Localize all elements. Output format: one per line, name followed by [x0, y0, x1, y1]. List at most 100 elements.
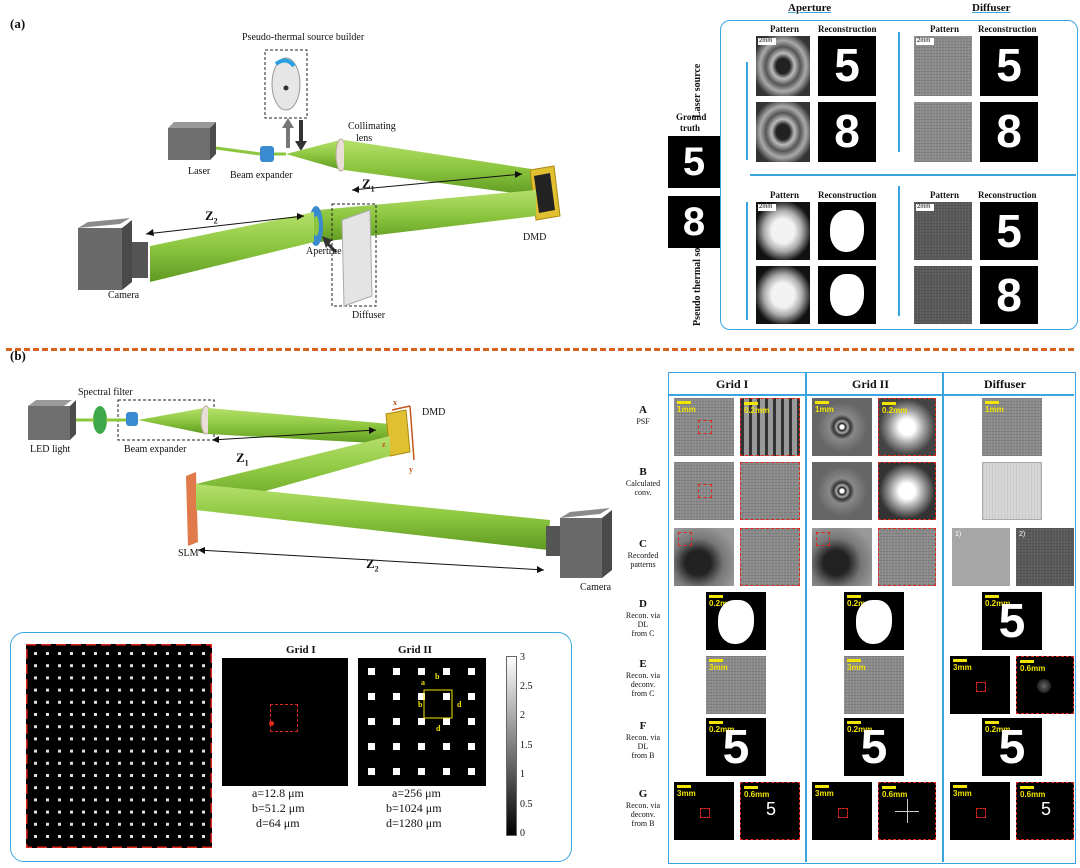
slm-dot	[106, 774, 109, 777]
slm-dot	[190, 713, 193, 716]
slm-dot	[130, 713, 133, 716]
slm-dot	[58, 822, 61, 826]
slm-dot	[106, 822, 109, 826]
slm-dot	[94, 737, 97, 741]
ground-truth-8: 8	[668, 196, 720, 248]
slm-dot	[190, 676, 193, 680]
slm-dot	[202, 688, 205, 692]
slm-dot	[34, 798, 37, 802]
slm-dot	[82, 737, 85, 741]
slm-dot	[154, 713, 157, 716]
slm-dot	[178, 676, 181, 680]
slm-dot	[130, 810, 133, 814]
diffuser-laser-recon-2: 8	[980, 102, 1038, 162]
results-vdivider-top	[898, 32, 900, 152]
E-diffuser-deconv: 3mm	[950, 656, 1010, 714]
slm-dot	[154, 810, 157, 814]
B-grid1-conv	[674, 462, 734, 520]
slm-dot	[58, 749, 61, 753]
slm-dot	[118, 688, 121, 692]
grid1-image	[222, 658, 348, 786]
slm-dot	[130, 737, 133, 741]
diffuser-box	[331, 203, 377, 307]
slm-dot	[142, 786, 145, 790]
slm-dot	[94, 786, 97, 790]
slm-dot	[190, 761, 193, 765]
aperture-pseudo-recon-1	[818, 202, 876, 260]
grid2-square	[443, 743, 450, 750]
results-hdivider	[750, 174, 1076, 176]
cbar-tick-3: 3	[520, 652, 525, 663]
C-grid2-recorded-zoom	[878, 528, 936, 586]
slm-dot	[82, 774, 85, 777]
grid2-image	[358, 658, 486, 786]
grid1-param-a: a=12.8 μm	[252, 786, 304, 800]
slm-dot	[34, 822, 37, 826]
slm-dot	[106, 676, 109, 680]
slm-dot	[58, 688, 61, 692]
dim-d-bottom: d	[436, 724, 441, 733]
slm-dot	[46, 688, 49, 692]
slm-dot	[142, 700, 145, 704]
laser-body	[168, 128, 210, 160]
slm-dot	[82, 713, 85, 716]
slm-dot	[34, 786, 37, 790]
led-body	[28, 406, 70, 440]
slm-dot	[142, 676, 145, 680]
G-grid1-deconv: 3mm	[674, 782, 734, 840]
slm-dot	[94, 688, 97, 692]
slm-dot	[58, 786, 61, 790]
rotating-disk	[271, 57, 301, 111]
slm-dot	[202, 822, 205, 826]
slm-dot	[142, 822, 145, 826]
slm-dot	[70, 835, 73, 838]
slm-dot	[166, 700, 169, 704]
rotation-arrow	[274, 58, 296, 68]
dim-b-top: b	[435, 672, 440, 681]
table-col-divider-1	[805, 372, 807, 862]
slm-dot	[202, 700, 205, 704]
slm-dot	[34, 700, 37, 704]
slm-dot	[154, 725, 157, 729]
grid2-param-a: a=256 μm	[392, 786, 441, 800]
grid2-title: Grid II	[398, 644, 432, 656]
slm-dot	[130, 761, 133, 765]
slm-dot	[70, 774, 73, 777]
pseudo-bracket	[746, 202, 748, 320]
C-grid1-recorded	[674, 528, 734, 586]
grid2-square	[418, 743, 425, 750]
laser-bracket	[746, 62, 748, 160]
slm-dot	[82, 725, 85, 729]
slm-dot	[82, 761, 85, 765]
slm-dot	[202, 810, 205, 814]
slm-dot	[70, 676, 73, 680]
slm-dot	[58, 798, 61, 802]
diffuser-pseudo-recon-1: 5	[980, 202, 1038, 260]
slm-dot	[46, 798, 49, 802]
recon-header-2: Reconstruction	[978, 24, 1037, 34]
camera-body-a	[78, 228, 122, 290]
slm-dot	[154, 786, 157, 790]
aperture-pseudo-pattern-1: 2mm	[756, 202, 810, 260]
slm-dot	[106, 688, 109, 692]
slm-dot	[154, 688, 157, 692]
slm-dot	[142, 835, 145, 838]
grid2-param-d: d=1280 μm	[386, 816, 442, 830]
slm-dot	[166, 835, 169, 838]
slm-dot	[142, 725, 145, 729]
slm-dot	[154, 761, 157, 765]
slm-dot	[82, 835, 85, 838]
slm-dot	[82, 822, 85, 826]
slm-dot	[58, 835, 61, 838]
slm-dot	[82, 798, 85, 802]
slm-dot	[142, 713, 145, 716]
slm-dot	[178, 688, 181, 692]
slm-dot	[178, 761, 181, 765]
slm-dot	[94, 749, 97, 753]
slm-dot	[154, 676, 157, 680]
slm-dot	[142, 810, 145, 814]
cbar-tick-1_5: 1.5	[520, 740, 533, 751]
recon-header-1: Reconstruction	[818, 24, 877, 34]
